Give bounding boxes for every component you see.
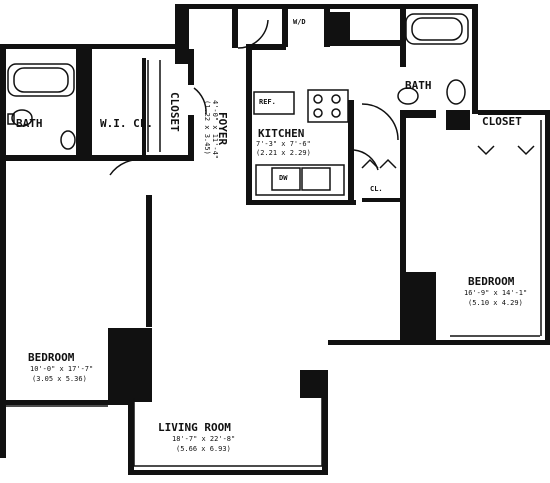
kitchen-dimensions-metric: (2.21 x 2.29) <box>256 149 311 157</box>
walls <box>0 4 550 475</box>
walk-in-closet-label: W.I. CL. <box>100 117 153 130</box>
foyer-dimensions: 4'-0" x 11'-4" <box>211 100 219 160</box>
bedroom-left-dimensions-metric: (3.05 x 5.36) <box>32 375 87 383</box>
kitchen-dimensions: 7'-3" x 7'-6" <box>256 140 311 148</box>
dishwasher-label: DW <box>279 174 288 182</box>
closet-left-label: CLOSET <box>168 92 181 132</box>
living-room-label: LIVING ROOM <box>158 421 231 434</box>
closet-right-label: CLOSET <box>482 115 522 128</box>
coat-closet-label: CL. <box>370 185 383 193</box>
refrigerator-label: REF. <box>259 98 276 106</box>
living-room-dimensions-metric: (5.66 x 6.93) <box>176 445 231 453</box>
bedroom-right-label: BEDROOM <box>468 275 515 288</box>
bath-left-label: BATH <box>16 117 43 130</box>
foyer-dimensions-metric: (1.22 x 3.45) <box>203 100 211 155</box>
bath-right-label: BATH <box>405 79 432 92</box>
washer-dryer-label: W/D <box>293 18 306 26</box>
kitchen-label: KITCHEN <box>258 127 305 140</box>
bedroom-right-dimensions: 16'-9" x 14'-1" <box>464 289 528 297</box>
bedroom-left-label: BEDROOM <box>28 351 75 364</box>
living-room-dimensions: 18'-7" x 22'-8" <box>172 435 236 443</box>
bedroom-left-dimensions: 10'-0" x 17'-7" <box>30 365 94 373</box>
bedroom-right-dimensions-metric: (5.10 x 4.29) <box>468 299 523 307</box>
fixtures <box>6 13 542 467</box>
